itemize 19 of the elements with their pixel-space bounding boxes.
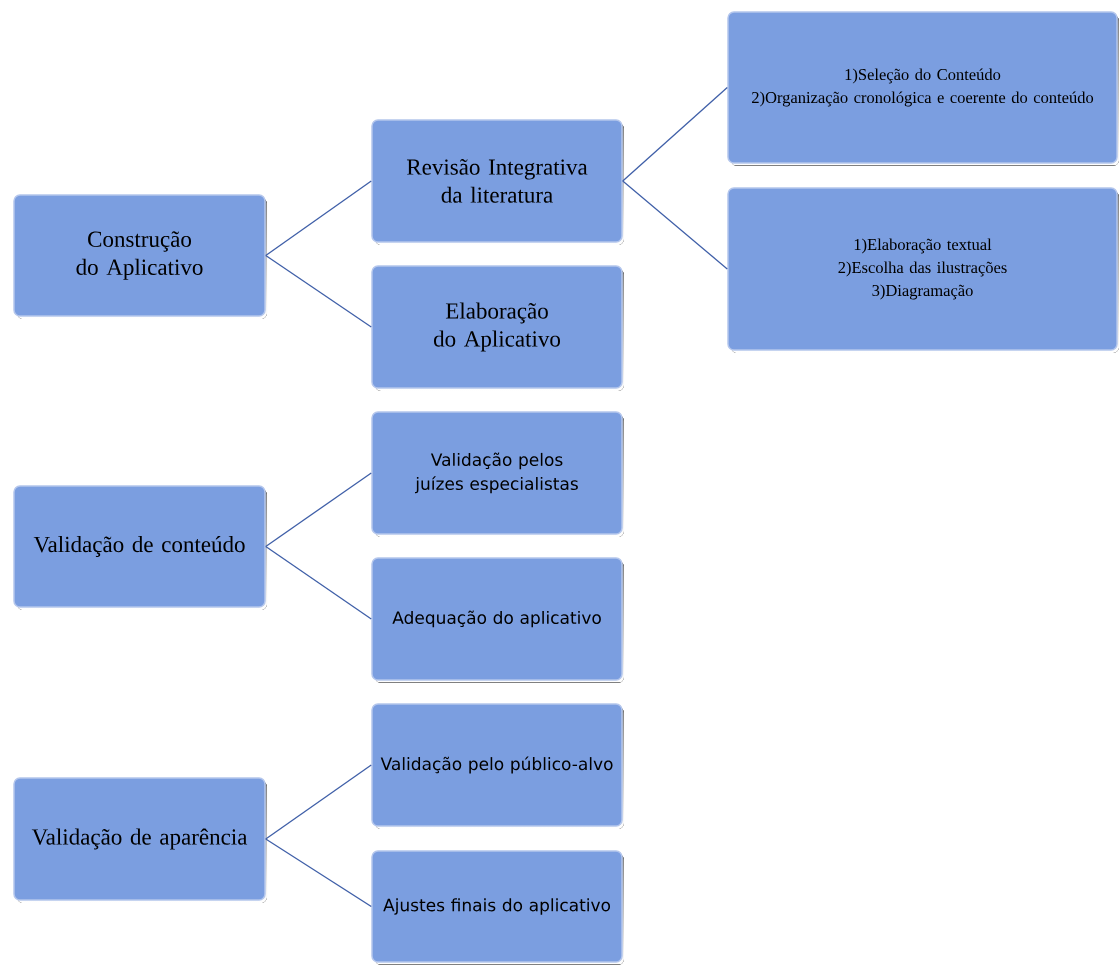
process-box: Revisão Integrativa da literatura xyxy=(371,119,624,245)
connector-line xyxy=(265,254,372,328)
process-box: Validação pelo público-alvo xyxy=(371,703,624,829)
connector-line xyxy=(265,838,372,908)
process-box: 1)Seleção do Conteúdo 2)Organização cronológica e coerente do conteúdo xyxy=(727,11,1119,166)
process-box: 1)Elaboração textual 2)Escolha das ilustrações 3)Diagramação xyxy=(727,187,1119,353)
process-box: Ajustes finais do aplicativo xyxy=(371,850,624,965)
connector-line xyxy=(265,764,372,840)
process-box: Validação de conteúdo xyxy=(13,485,267,610)
process-box: Validação pelos juízes especialistas xyxy=(371,411,624,537)
connector-line xyxy=(622,180,728,270)
process-box: Validação de aparência xyxy=(13,777,267,903)
connector-line xyxy=(265,180,372,257)
connector-line xyxy=(622,86,728,182)
process-box: Elaboração do Aplicativo xyxy=(371,265,624,391)
process-box: Construção do Aplicativo xyxy=(13,194,267,319)
connector-line xyxy=(265,472,372,548)
process-box: Adequação do aplicativo xyxy=(371,557,624,683)
connector-line xyxy=(265,545,372,620)
